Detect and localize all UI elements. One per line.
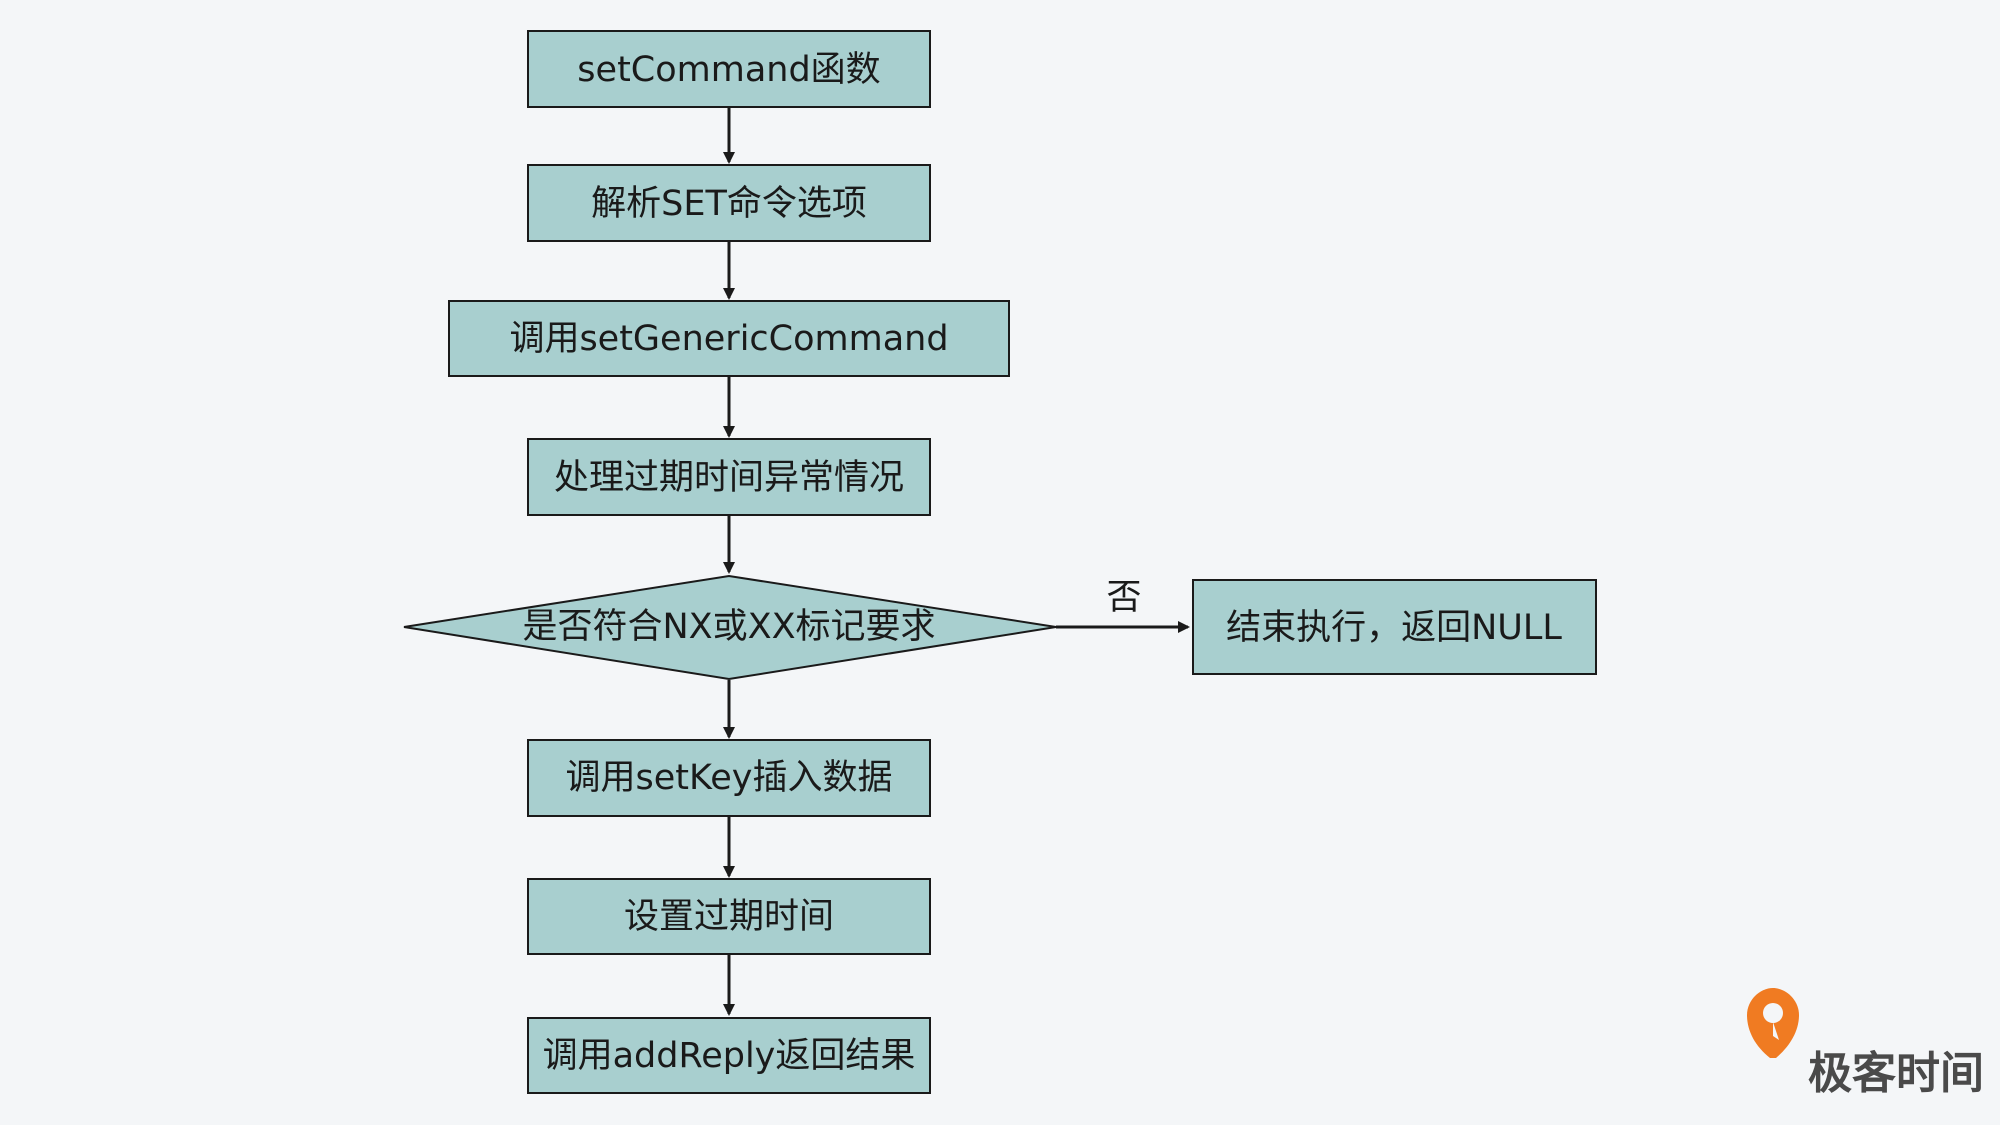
node-end-return-null-label: 结束执行，返回NULL bbox=[1226, 608, 1562, 648]
node-check-nx-xx-label: 是否符合NX或XX标记要求 bbox=[522, 607, 935, 647]
node-parse-options: 解析SET命令选项 bbox=[527, 164, 931, 242]
node-set-command-label: setCommand函数 bbox=[577, 50, 880, 90]
node-check-nx-xx: 是否符合NX或XX标记要求 bbox=[403, 574, 1057, 681]
node-end-return-null: 结束执行，返回NULL bbox=[1192, 579, 1597, 675]
node-set-expire-label: 设置过期时间 bbox=[624, 897, 834, 937]
node-set-expire: 设置过期时间 bbox=[527, 878, 931, 955]
geektime-logo-icon bbox=[1747, 988, 1799, 1058]
node-call-addreply: 调用addReply返回结果 bbox=[527, 1017, 931, 1094]
node-call-addreply-label: 调用addReply返回结果 bbox=[543, 1036, 916, 1076]
geektime-logo-text: 极客时间 bbox=[1808, 1048, 1984, 1099]
node-call-generic: 调用setGenericCommand bbox=[448, 300, 1010, 377]
node-call-setkey: 调用setKey插入数据 bbox=[527, 739, 931, 817]
node-call-generic-label: 调用setGenericCommand bbox=[509, 319, 948, 359]
edges bbox=[723, 108, 1190, 1016]
edge-label-no: 否 bbox=[1106, 578, 1141, 618]
node-call-setkey-label: 调用setKey插入数据 bbox=[566, 758, 893, 798]
node-handle-expire-label: 处理过期时间异常情况 bbox=[554, 458, 904, 498]
node-parse-options-label: 解析SET命令选项 bbox=[591, 184, 867, 224]
node-set-command: setCommand函数 bbox=[527, 30, 931, 108]
node-handle-expire: 处理过期时间异常情况 bbox=[527, 438, 931, 516]
geektime-logo: 极客时间 bbox=[1747, 988, 1984, 1099]
